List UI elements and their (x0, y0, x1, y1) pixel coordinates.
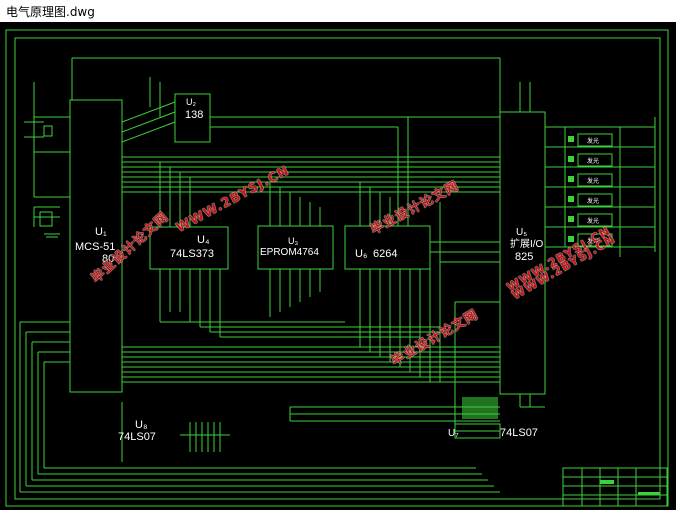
led-label-5: 发光 (587, 217, 599, 225)
chip-body-u3 (257, 225, 334, 270)
led-label-3: 发光 (587, 177, 599, 185)
u5-name: 扩展I/O (510, 237, 544, 250)
led-label-6: 发光 (587, 237, 599, 245)
u1-sub: 80 (102, 253, 114, 265)
u2-ref: U₂ (186, 97, 196, 107)
chip-body-u4 (149, 226, 229, 270)
u5-sub: 825 (515, 251, 533, 263)
title-block (562, 467, 668, 507)
u4-ref: U₄ (197, 234, 210, 246)
u6-name: 6264 (373, 248, 397, 260)
window-titlebar: 电气原理图.dwg (0, 0, 676, 22)
chip-body-u5 (499, 111, 546, 395)
led-5 (577, 213, 613, 227)
u5-ref: U₅ (516, 227, 527, 238)
chip-body-u1 (69, 99, 123, 393)
u1-name: MCS-51 (75, 241, 115, 253)
led-1 (577, 133, 613, 147)
schematic-drawing: 发光 发光 发光 发光 发光 发光 U₁ MCS-51 80 U₂ 138 U₄… (5, 29, 669, 507)
window-title: 电气原理图.dwg (6, 5, 95, 19)
drawing-frame-inner (14, 37, 661, 500)
chip-body-u6 (344, 225, 431, 270)
led-3 (577, 173, 613, 187)
drawing-canvas[interactable]: 发光 发光 发光 发光 发光 发光 U₁ MCS-51 80 U₂ 138 U₄… (0, 22, 676, 510)
led-2 (577, 153, 613, 167)
drawing-frame-outer (5, 29, 669, 507)
u1-ref: U₁ (95, 226, 107, 238)
u6-ref: U₆ (355, 248, 367, 260)
u4-name: 74LS373 (170, 248, 214, 260)
led-array (577, 133, 613, 247)
u3-ref: U₃ (288, 236, 298, 246)
u8-name: 74LS07 (118, 431, 156, 443)
u2-name: 138 (185, 109, 203, 121)
u7-name: 74LS07 (500, 427, 538, 439)
led-6 (577, 233, 613, 247)
led-4 (577, 193, 613, 207)
led-label-2: 发光 (587, 157, 599, 165)
u3-name: EPROM4764 (260, 247, 319, 258)
led-label-1: 发光 (587, 137, 599, 145)
chip-body-u2 (174, 93, 211, 143)
u7-ref: U₇ (448, 428, 459, 439)
led-label-4: 发光 (587, 197, 599, 205)
u8-ref: U₈ (135, 419, 148, 431)
